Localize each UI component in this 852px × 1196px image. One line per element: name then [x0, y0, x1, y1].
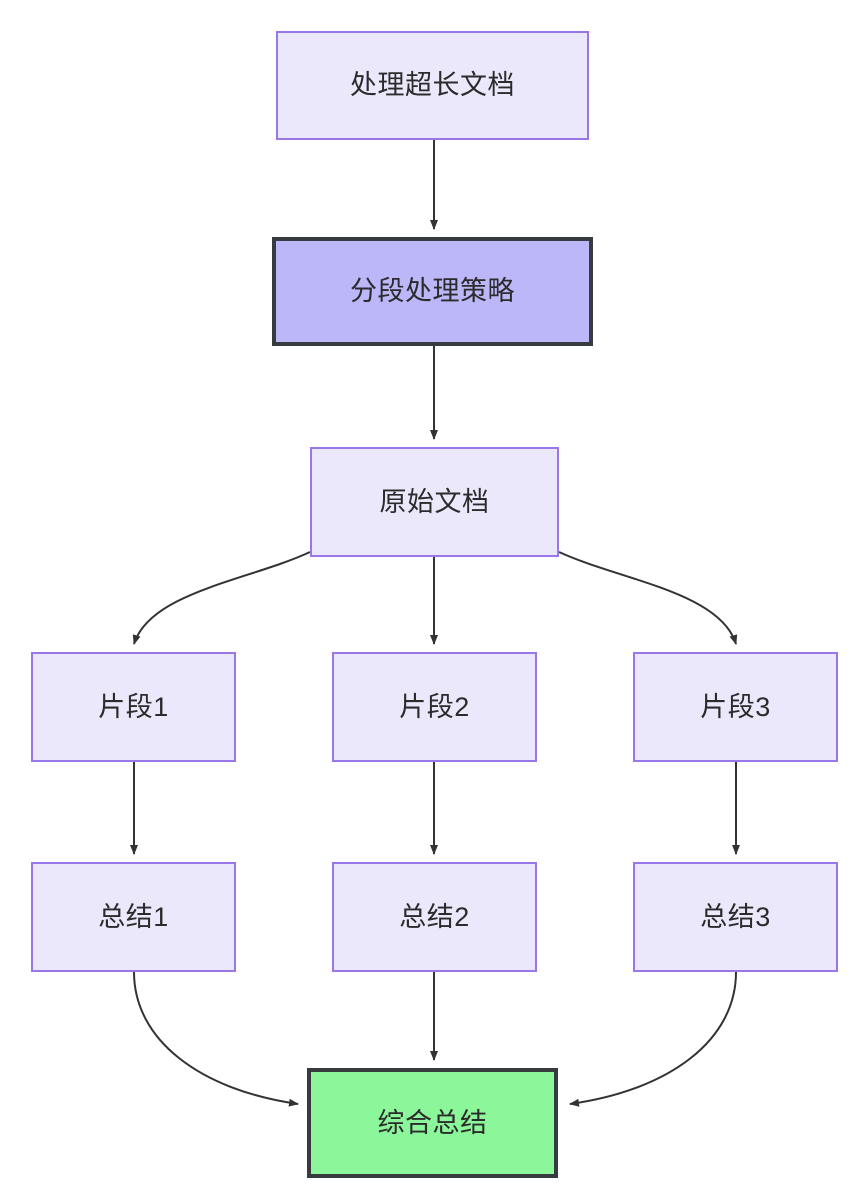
edge-n3-n4 [132, 551, 311, 645]
node-label: 片段1 [98, 691, 169, 722]
edge-n9-n10 [569, 971, 737, 1107]
node-label: 处理超长文档 [350, 70, 515, 101]
node-original-document[interactable]: 原始文档 [310, 447, 559, 557]
node-label: 总结2 [399, 901, 470, 932]
node-comprehensive-summary[interactable]: 综合总结 [307, 1068, 558, 1178]
edge-n7-n10 [133, 971, 299, 1107]
node-fragment-2[interactable]: 片段2 [332, 652, 537, 762]
node-summary-1[interactable]: 总结1 [31, 862, 236, 972]
node-label: 原始文档 [379, 486, 490, 517]
node-fragment-3[interactable]: 片段3 [633, 652, 838, 762]
node-label: 片段3 [700, 691, 771, 722]
node-summary-3[interactable]: 总结3 [633, 862, 838, 972]
node-process-long-document[interactable]: 处理超长文档 [276, 31, 589, 140]
node-label: 分段处理策略 [350, 276, 515, 307]
node-label: 综合总结 [377, 1107, 488, 1138]
node-label: 总结1 [98, 901, 169, 932]
node-fragment-1[interactable]: 片段1 [31, 652, 236, 762]
node-chunking-strategy[interactable]: 分段处理策略 [272, 237, 593, 346]
node-summary-2[interactable]: 总结2 [332, 862, 537, 972]
node-label: 总结3 [700, 901, 771, 932]
edge-n3-n6 [558, 551, 738, 645]
node-label: 片段2 [399, 691, 470, 722]
